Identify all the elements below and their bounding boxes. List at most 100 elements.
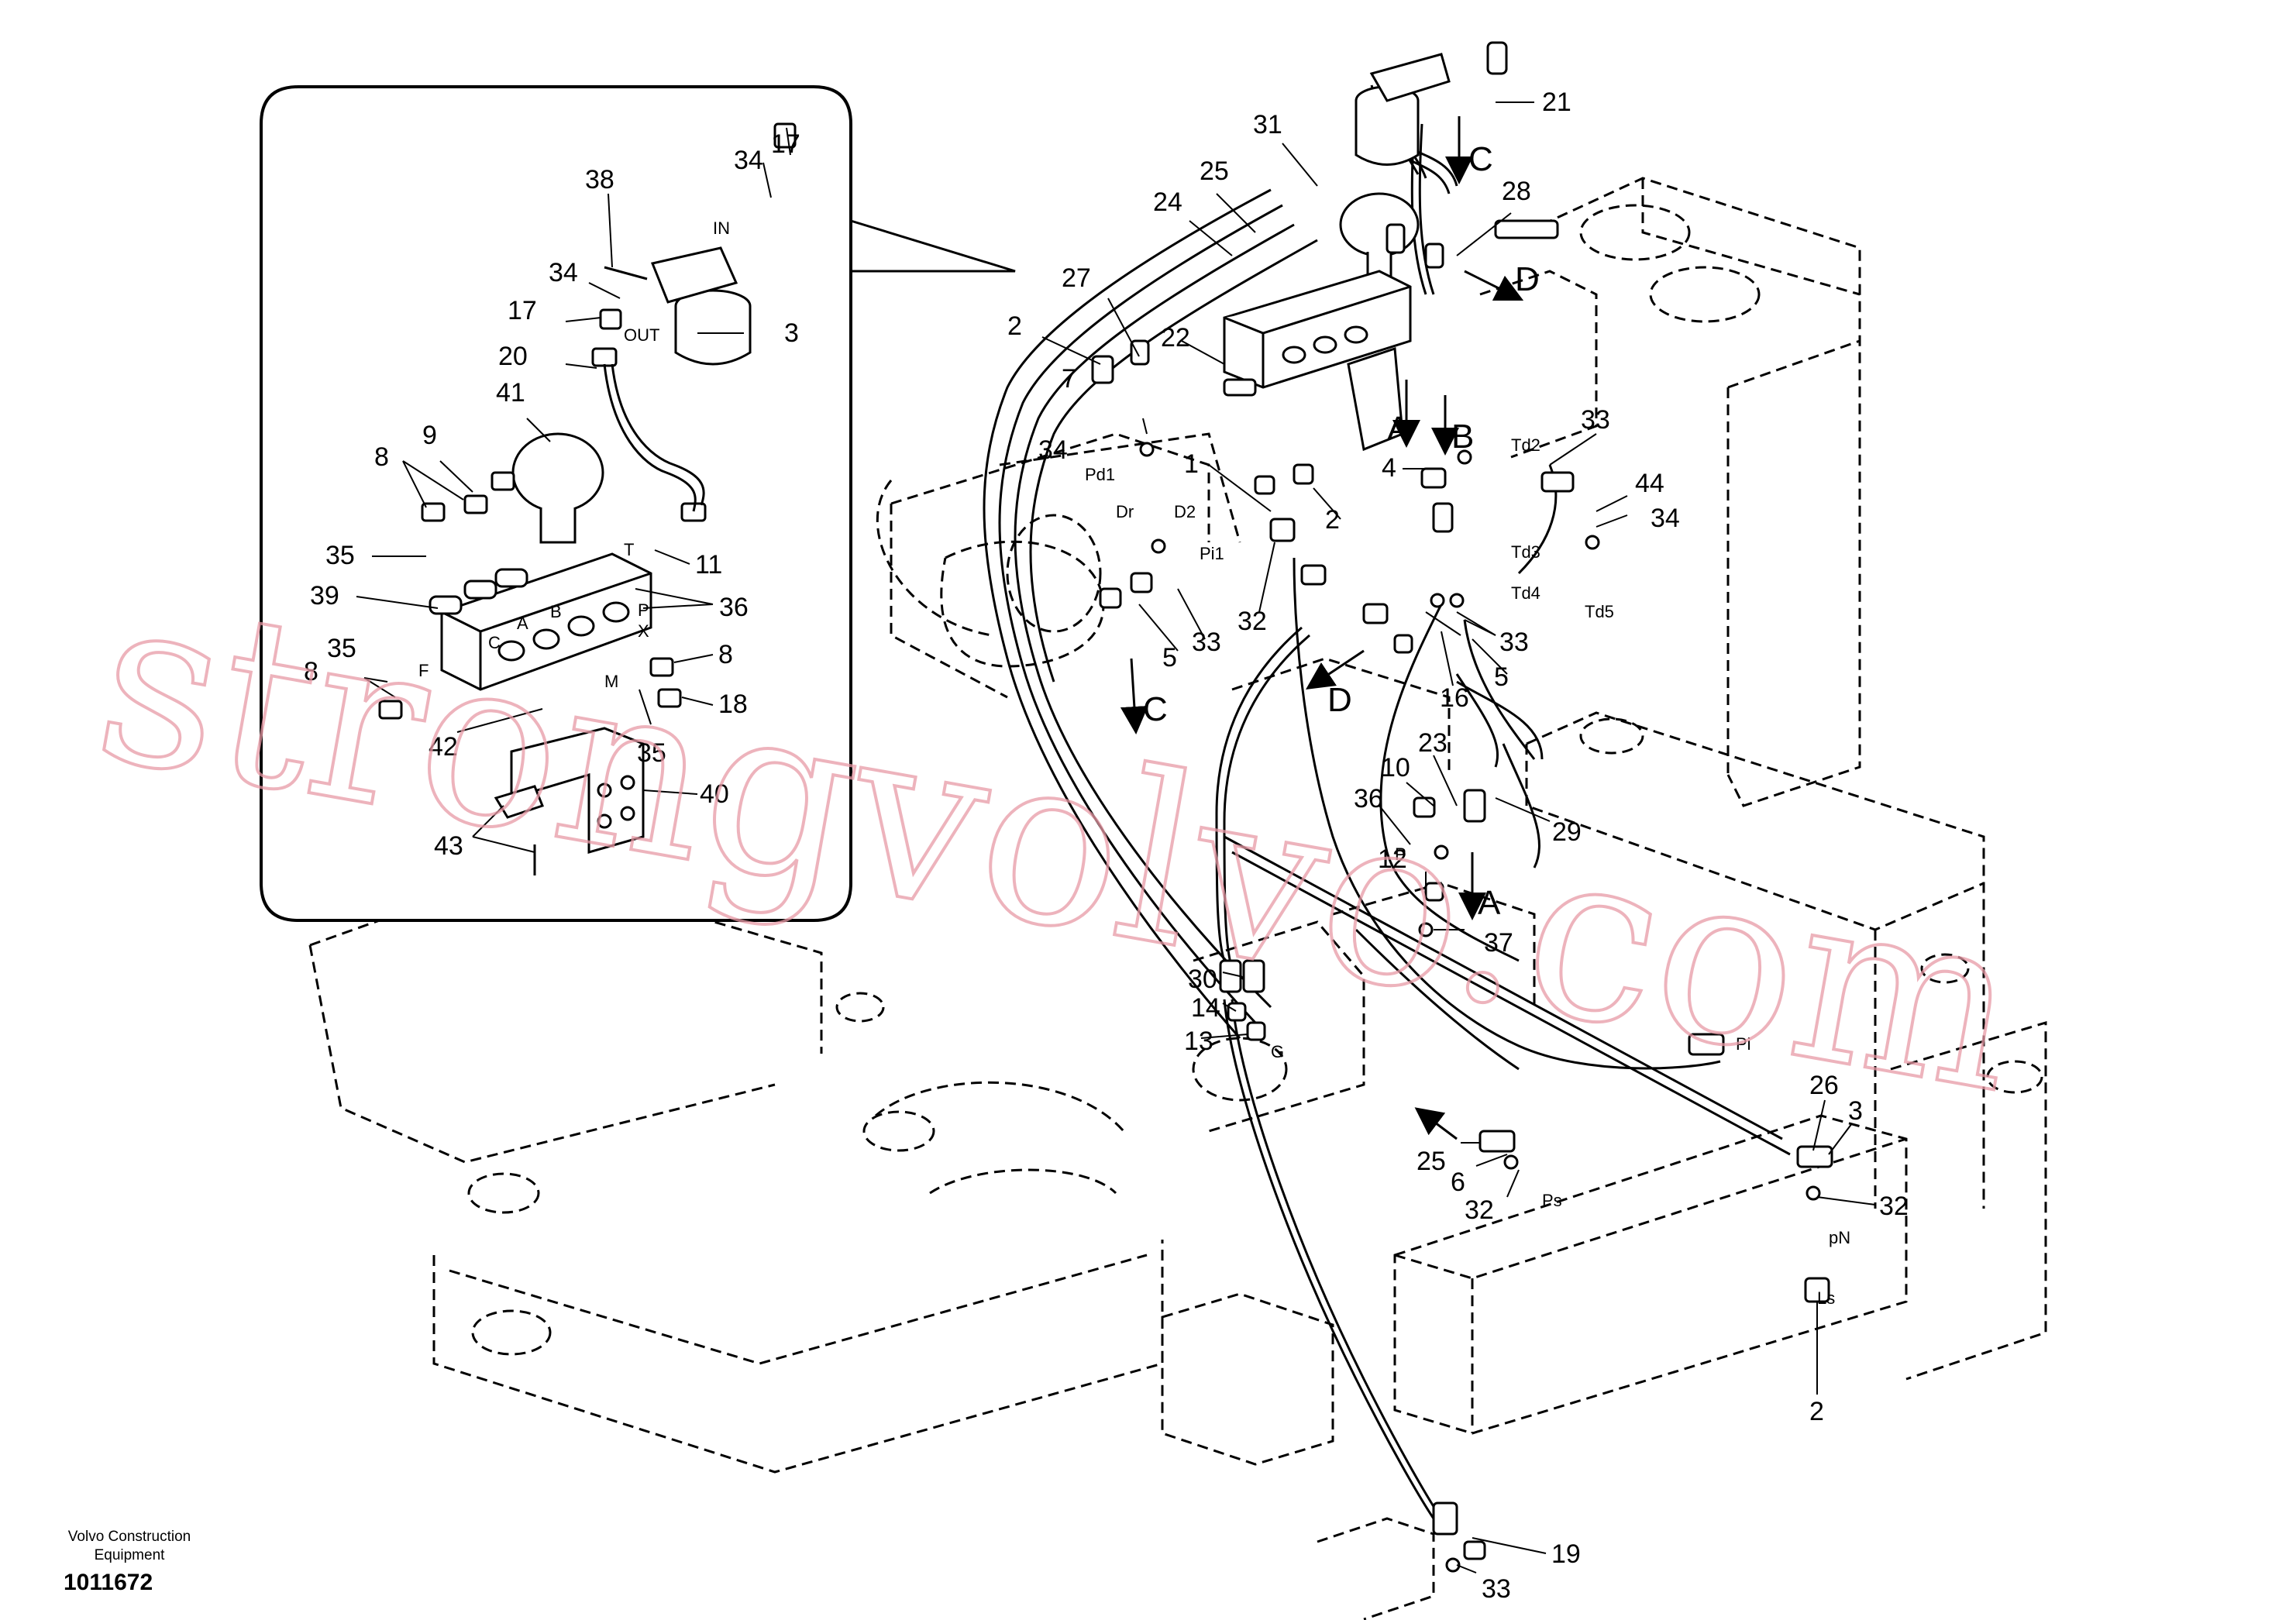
port-d2: D2 xyxy=(1174,502,1196,521)
callout-33: 33 xyxy=(1482,1574,1511,1604)
footer-document-number: 1011672 xyxy=(64,1570,153,1595)
callout-5: 5 xyxy=(1162,643,1177,672)
callout-6: 6 xyxy=(1451,1168,1465,1197)
callout-39: 39 xyxy=(310,581,339,611)
main-components xyxy=(1091,41,1833,1573)
callout-26: 26 xyxy=(1809,1071,1839,1100)
callout-3: 3 xyxy=(784,318,799,348)
port-p: P xyxy=(638,600,649,620)
port-m: M xyxy=(604,672,618,691)
port-ps: Ps xyxy=(1542,1191,1562,1210)
port-td5: Td5 xyxy=(1585,602,1614,621)
port-b: B xyxy=(550,602,562,621)
port-f: F xyxy=(418,661,429,680)
callout-18: 18 xyxy=(718,690,748,719)
port-c: C xyxy=(488,633,501,652)
callout-22: 22 xyxy=(1161,323,1190,353)
flow-arrows xyxy=(1120,116,1524,1140)
callout-2: 2 xyxy=(1809,1397,1824,1426)
callout-41: 41 xyxy=(496,378,525,408)
port-td4: Td4 xyxy=(1511,583,1540,603)
callout-32: 32 xyxy=(1465,1195,1494,1225)
callout-32: 32 xyxy=(1237,607,1267,636)
port-a: A xyxy=(517,614,528,633)
callout-8: 8 xyxy=(304,657,318,686)
callout-20: 20 xyxy=(498,342,528,371)
callout-12: 12 xyxy=(1378,844,1407,874)
callout-1: 1 xyxy=(1184,449,1199,479)
callout-25: 25 xyxy=(1200,156,1229,186)
port-dr: Dr xyxy=(1116,502,1134,521)
callout-34: 34 xyxy=(549,258,578,287)
port-out: OUT xyxy=(624,325,659,345)
port-pd1: Pd1 xyxy=(1085,465,1115,484)
callout-2: 2 xyxy=(1007,311,1022,341)
inset-components xyxy=(378,122,797,875)
callout-42: 42 xyxy=(429,732,458,762)
callout-14: 14 xyxy=(1191,993,1220,1023)
callout-labels: 38 34 17 3 34 17 20 41 9 8 35 11 39 36 3… xyxy=(304,88,1909,1604)
callout-3: 3 xyxy=(1848,1096,1863,1126)
flow-arrow-labels: C D A B C D A xyxy=(1143,140,1540,922)
port-p: P xyxy=(1395,844,1406,864)
callout-35: 35 xyxy=(325,541,355,570)
callout-7: 7 xyxy=(1062,364,1076,394)
callout-33: 33 xyxy=(1499,628,1529,657)
callout-19: 19 xyxy=(1551,1539,1581,1569)
inset-hose-20 xyxy=(603,363,705,512)
inset-leader xyxy=(850,219,1016,273)
callout-31: 31 xyxy=(1253,110,1282,139)
callout-16: 16 xyxy=(1440,683,1469,713)
watermark: strongvolvo.com xyxy=(79,540,2040,1146)
callout-9: 9 xyxy=(422,421,437,450)
arrow-label-d: D xyxy=(1327,681,1352,719)
callout-34: 34 xyxy=(1651,504,1680,533)
callout-4: 4 xyxy=(1382,453,1396,483)
callout-33: 33 xyxy=(1581,405,1610,435)
callout-36: 36 xyxy=(1354,784,1383,813)
callout-34: 34 xyxy=(1038,435,1068,465)
callout-24: 24 xyxy=(1153,187,1182,217)
callout-32: 32 xyxy=(1879,1192,1909,1221)
callout-33: 33 xyxy=(1192,628,1221,657)
callout-17: 17 xyxy=(508,296,537,325)
port-pi1: Pi1 xyxy=(1200,544,1224,563)
callout-40: 40 xyxy=(700,779,729,809)
callout-2: 2 xyxy=(1325,505,1340,535)
callout-5: 5 xyxy=(1494,662,1509,692)
callout-30: 30 xyxy=(1188,965,1217,994)
port-ls: Ls xyxy=(1817,1288,1835,1308)
main-hoses xyxy=(983,84,1791,1519)
footer-company-name: Volvo Construction Equipment xyxy=(67,1529,191,1563)
callout-36: 36 xyxy=(719,593,749,622)
callout-17: 17 xyxy=(771,129,800,159)
callout-28: 28 xyxy=(1502,177,1531,206)
port-pi: Pi xyxy=(1736,1034,1751,1054)
callout-10: 10 xyxy=(1381,753,1410,782)
callout-35: 35 xyxy=(637,738,666,768)
port-td3: Td3 xyxy=(1511,542,1540,562)
callout-29: 29 xyxy=(1552,817,1582,847)
port-labels: IN OUT T P X M F C A B Pd1 Dr D2 Pi1 Td2… xyxy=(418,218,1850,1308)
port-td2: Td2 xyxy=(1511,435,1540,455)
arrow-label-c: C xyxy=(1468,140,1493,178)
callout-27: 27 xyxy=(1062,263,1091,293)
callout-8: 8 xyxy=(718,640,733,669)
arrow-label-c: C xyxy=(1143,690,1168,728)
callout-8: 8 xyxy=(374,442,389,472)
callout-34: 34 xyxy=(734,146,763,175)
callout-37: 37 xyxy=(1484,928,1513,958)
port-t: T xyxy=(624,540,634,559)
callout-43: 43 xyxy=(434,831,463,861)
callout-23: 23 xyxy=(1418,728,1447,758)
callout-13: 13 xyxy=(1184,1027,1213,1056)
arrow-label-a: A xyxy=(1387,410,1410,448)
arrow-label-b: B xyxy=(1451,418,1474,456)
watermark-text: strongvolvo.com xyxy=(81,542,2038,1144)
leader-lines xyxy=(356,101,1876,1574)
port-pn: pN xyxy=(1829,1228,1850,1247)
arrow-label-a: A xyxy=(1478,884,1501,922)
port-in: IN xyxy=(713,218,730,238)
